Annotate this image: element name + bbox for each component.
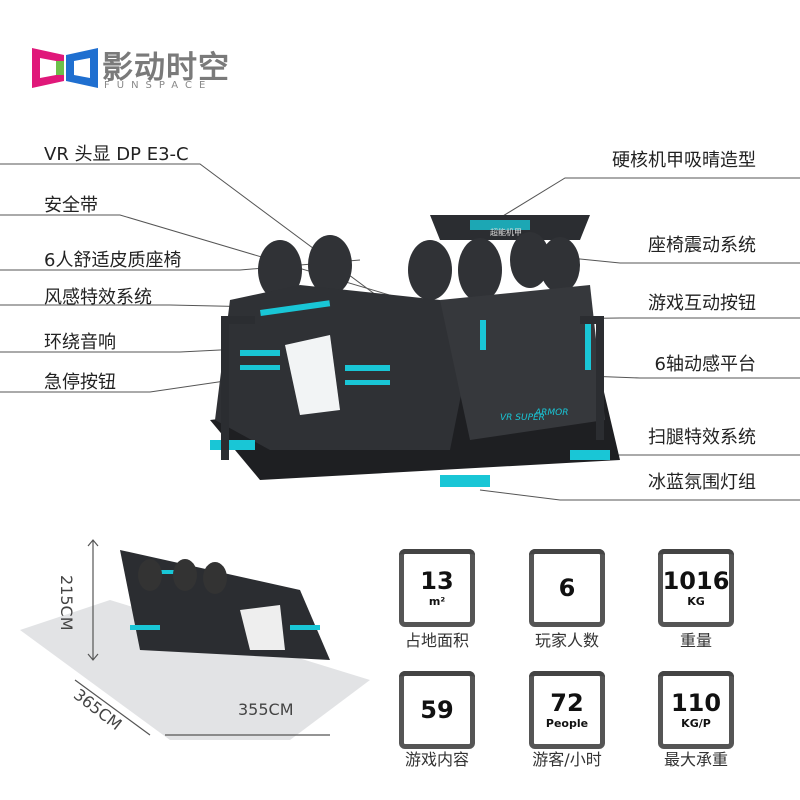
- callout-wind-effect: 风感特效系统: [44, 287, 152, 308]
- stat-label: 最大承重: [663, 750, 728, 769]
- stat-unit: KG/P: [681, 716, 711, 730]
- machine-illustration: VR SUPER ARMOR 超能机甲: [0, 163, 800, 501]
- stat-value: 1016: [662, 566, 730, 595]
- brand-name: 影动时空: [102, 50, 230, 86]
- dimension-width: 355CM: [238, 700, 294, 719]
- callout-game-buttons: 游戏互动按钮: [648, 293, 756, 314]
- stat-value: 59: [420, 696, 454, 724]
- machine-side-text: VR SUPER: [500, 413, 545, 423]
- stat-label: 占地面积: [404, 631, 469, 650]
- callout-mecha-design: 硬核机甲吸晴造型: [612, 150, 756, 171]
- machine-top-text: 超能机甲: [490, 227, 522, 237]
- stat-players: 6: [529, 549, 605, 627]
- stat-unit: KG: [687, 594, 705, 608]
- callout-seat-vibration: 座椅震动系统: [648, 235, 756, 256]
- stat-unit: m²: [428, 594, 446, 608]
- stat-label: 游戏内容: [404, 750, 469, 769]
- stat-value: 72: [550, 688, 584, 717]
- brand-logo-icon: [32, 48, 98, 88]
- callout-surround-sound: 环绕音响: [44, 332, 116, 353]
- stat-value: 110: [670, 688, 722, 717]
- callout-seats: 6人舒适皮质座椅: [44, 250, 182, 271]
- callout-leg-sweep: 扫腿特效系统: [648, 427, 756, 448]
- stat-label: 玩家人数: [534, 631, 599, 650]
- stat-value: 13: [420, 566, 454, 595]
- brand-name-en: FUNSPACE: [104, 80, 213, 91]
- callout-vr-headset: VR 头显 DP E3-C: [44, 144, 189, 165]
- callout-6-axis-platform: 6轴动感平台: [654, 354, 756, 375]
- stat-label: 游客/小时: [532, 750, 602, 769]
- stat-value: 6: [558, 574, 576, 602]
- callout-emergency-stop: 急停按钮: [44, 372, 116, 393]
- callout-ice-blue-lights: 冰蓝氛围灯组: [648, 472, 756, 493]
- callout-seatbelt: 安全带: [44, 195, 98, 216]
- stat-unit: People: [545, 716, 589, 730]
- dimension-height: 215CM: [57, 575, 76, 631]
- machine-side-text-2: ARMOR: [534, 408, 569, 418]
- stat-games: 59: [399, 671, 475, 749]
- dimension-diagram: [20, 539, 370, 740]
- stat-label: 重量: [679, 631, 712, 650]
